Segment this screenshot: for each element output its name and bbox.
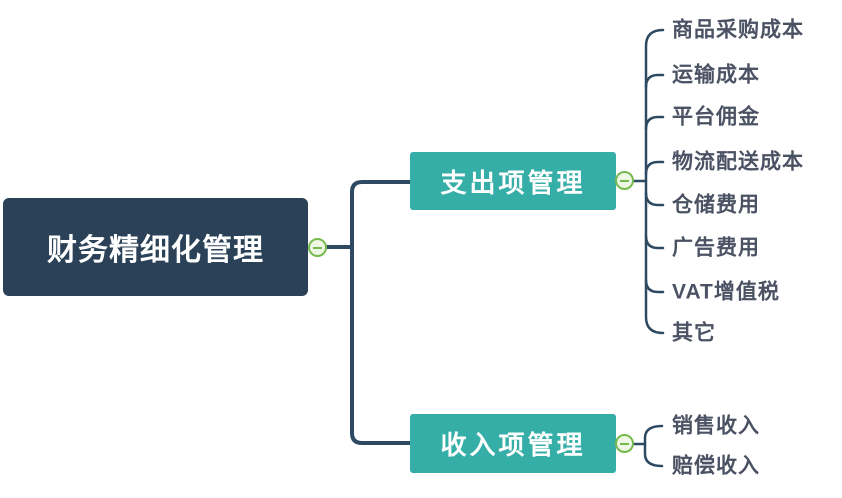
leaf-node-compensation-income[interactable]: 赔偿收入 [672, 454, 760, 478]
expenses-hook-4 [644, 191, 665, 207]
income-bracket-spine [643, 424, 664, 468]
root-node[interactable]: 财务精细化管理 [3, 198, 308, 296]
leaf-node-vat[interactable]: VAT增值税 [672, 280, 780, 304]
leaf-node-purchase-cost[interactable]: 商品采购成本 [672, 18, 804, 42]
root-node-label: 财务精细化管理 [47, 234, 264, 267]
expenses-bracket-spine [644, 28, 665, 335]
branch-expenses-label: 支出项管理 [440, 167, 586, 198]
income-collapse-button[interactable] [615, 434, 634, 453]
leaf-node-ad-fee[interactable]: 广告费用 [672, 236, 760, 260]
branch-income-label: 收入项管理 [440, 430, 586, 460]
branch-node-income[interactable]: 收入项管理 [410, 414, 616, 473]
leaf-node-logistics-cost[interactable]: 物流配送成本 [672, 150, 804, 174]
expenses-hook-6 [644, 278, 665, 294]
expenses-hook-1 [644, 73, 665, 89]
leaf-node-warehouse-fee[interactable]: 仓储费用 [672, 193, 760, 217]
branch-node-expenses[interactable]: 支出项管理 [410, 152, 616, 210]
leaf-node-shipping-cost[interactable]: 运输成本 [672, 63, 760, 87]
minus-icon [620, 179, 629, 182]
leaf-node-platform-fee[interactable]: 平台佣金 [672, 105, 760, 129]
expenses-hook-3 [644, 160, 665, 176]
expenses-collapse-button[interactable] [615, 171, 634, 190]
leaf-node-sales-income[interactable]: 销售收入 [672, 414, 760, 438]
minus-icon [313, 246, 322, 249]
root-branch-trunk [350, 180, 412, 445]
expenses-hook-2 [644, 115, 665, 131]
minus-icon [620, 442, 629, 445]
leaf-node-other[interactable]: 其它 [672, 321, 716, 345]
expenses-hook-5 [644, 234, 665, 250]
root-collapse-button[interactable] [308, 238, 327, 257]
